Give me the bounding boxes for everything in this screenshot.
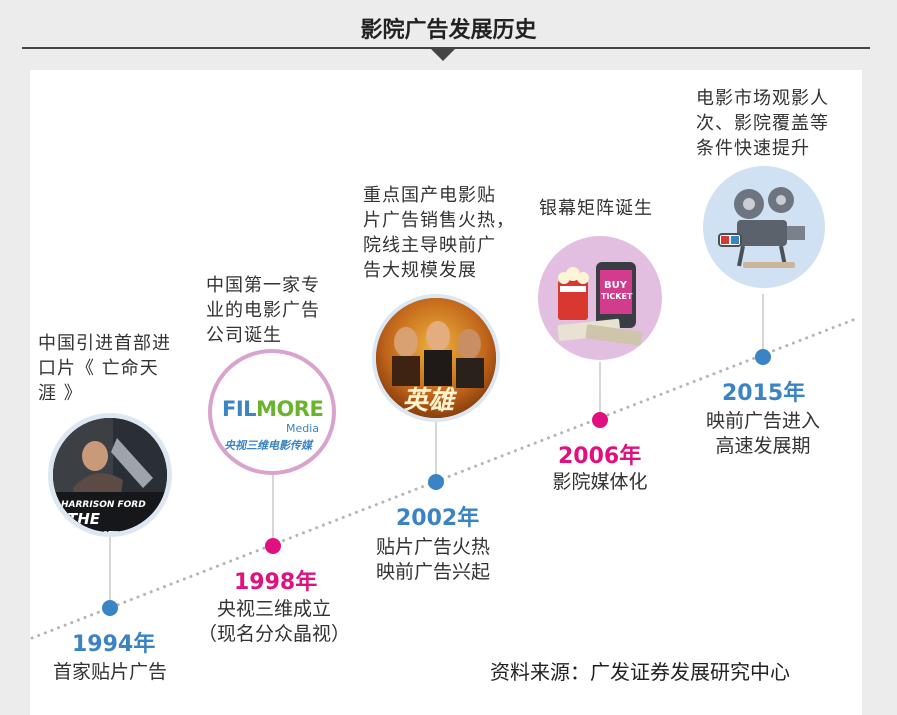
logo-fil-text: FIL [222, 397, 257, 421]
logo-more-text: MORE [256, 397, 324, 421]
title-divider [22, 47, 870, 49]
milestone-event-2006: 影院媒体化 [533, 470, 667, 495]
film-projector-3d-glasses-icon [703, 166, 825, 288]
event-line: 高速发展期 [715, 435, 811, 457]
milestone-year-2002: 2002年 [396, 506, 480, 531]
milestone-event-1998: 央视三维成立 （现名分众晶视） [186, 597, 362, 647]
milestone-event-2015: 映前广告进入 高速发展期 [690, 409, 836, 459]
desc-line: 公司诞生 [206, 325, 282, 346]
movie-poster-hero-icon: 英雄 [372, 294, 500, 422]
desc-line: 次、影院覆盖等 [696, 113, 829, 134]
cinema-ticket-phone-icon: BUY TICKET [538, 236, 662, 360]
logo-chinese-text: 央视三维电影传媒 [224, 439, 312, 452]
milestone-dot-1998 [265, 538, 281, 554]
event-line: 央视三维成立 [216, 598, 331, 620]
timeline-dotted-line [30, 316, 860, 640]
milestone-event-1994: 首家贴片广告 [40, 660, 180, 685]
movie-poster-fugitive-icon: HARRISON FORD THE FUGITIVE [48, 413, 172, 537]
source-note: 资料来源：广发证券发展研究中心 [490, 660, 790, 684]
desc-line: 重点国产电影贴 [363, 185, 496, 206]
event-line: 影院媒体化 [552, 471, 648, 493]
desc-line: 片广告销售火热， [363, 210, 515, 231]
milestone-description-2002: 重点国产电影贴 片广告销售火热， 院线主导映前广 告大规模发展 [363, 183, 523, 283]
desc-line: 中国第一家专 [206, 275, 320, 296]
desc-line: 涯 》 [38, 383, 83, 404]
desc-line: 条件快速提升 [696, 138, 810, 159]
desc-line: 告大规模发展 [363, 260, 477, 281]
milestone-year-1994: 1994年 [72, 632, 156, 657]
milestone-year-1998: 1998年 [234, 570, 318, 595]
desc-line: 中国引进首部进 [38, 333, 171, 354]
logo-media-text: Media [286, 422, 320, 435]
poster-title: THE FUGITIVE [67, 510, 145, 537]
milestone-description-2015: 电影市场观影人 次、影院覆盖等 条件快速提升 [696, 86, 856, 161]
ticket-label: TICKET [601, 292, 633, 301]
milestone-dot-2002 [428, 474, 444, 490]
event-line: 映前广告兴起 [375, 561, 490, 583]
poster-hero-title: 英雄 [402, 386, 455, 416]
buy-label: BUY [604, 280, 627, 291]
event-line: 贴片广告火热 [375, 536, 490, 558]
desc-line: 口片《 亡命天 [38, 358, 159, 379]
desc-line: 业的电影广告 [206, 300, 320, 321]
title-pointer-icon [431, 49, 455, 61]
milestone-dot-2015 [755, 349, 771, 365]
desc-line: 银幕矩阵诞生 [539, 198, 653, 219]
event-line: 首家贴片广告 [52, 661, 167, 683]
milestone-year-2015: 2015年 [722, 381, 806, 406]
milestone-year-2006: 2006年 [558, 444, 642, 469]
poster-actor: HARRISON FORD [61, 500, 146, 510]
desc-line: 电影市场观影人 [696, 88, 829, 109]
event-line: （现名分众晶视） [197, 623, 350, 645]
page-title: 影院广告发展历史 [360, 18, 537, 43]
event-line: 映前广告进入 [705, 410, 820, 432]
desc-line: 院线主导映前广 [363, 235, 496, 256]
milestone-description-1994: 中国引进首部进 口片《 亡命天 涯 》 [38, 331, 198, 406]
milestone-description-1998: 中国第一家专 业的电影广告 公司诞生 [206, 273, 356, 348]
milestone-dot-1994 [102, 600, 118, 616]
milestone-dot-2006 [592, 412, 608, 428]
filmore-media-logo-icon: FILMORE Media 央视三维电影传媒 [208, 349, 336, 475]
milestone-event-2002: 贴片广告火热 映前广告兴起 [363, 535, 503, 585]
milestone-description-2006: 银幕矩阵诞生 [539, 196, 679, 221]
